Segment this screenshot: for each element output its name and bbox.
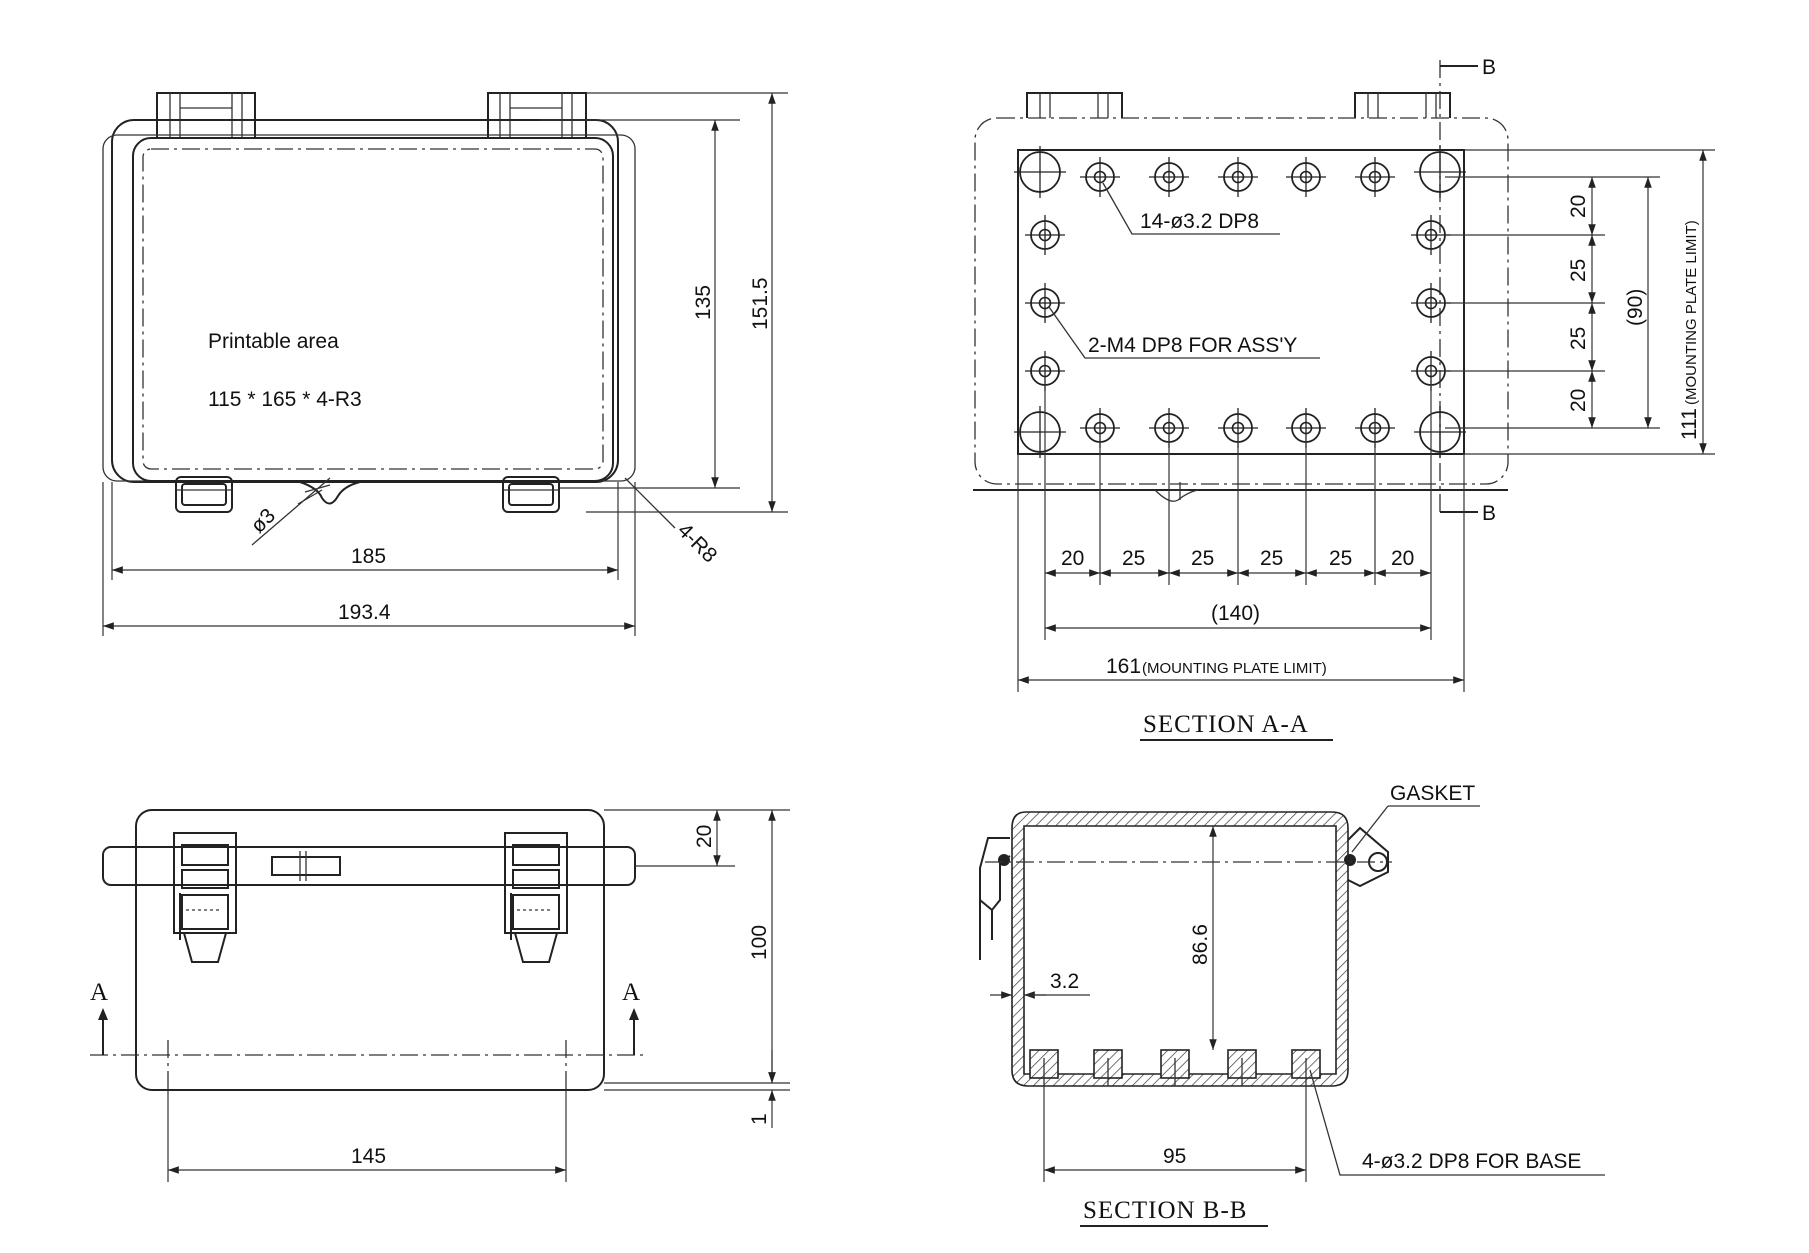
- dim-161-note: (MOUNTING PLATE LIMIT): [1142, 660, 1327, 677]
- corner-hole: [1413, 145, 1467, 199]
- mount-hole: [1079, 156, 1121, 198]
- dim-135: 135: [692, 285, 715, 320]
- dim-h-3: 25: [1191, 547, 1214, 570]
- printable-area-label: Printable area: [208, 330, 339, 353]
- dim-111-note: (MOUNTING PLATE LIMIT): [1683, 220, 1700, 405]
- assy-note: 2-M4 DP8 FOR ASS'Y: [1088, 334, 1297, 357]
- dim-111: 111: [1678, 408, 1701, 440]
- section-aa-title: SECTION A-A: [1143, 711, 1309, 738]
- dim-193-4: 193.4: [338, 601, 391, 624]
- mount-hole: [1217, 156, 1259, 198]
- front-latch-right: [504, 832, 568, 963]
- dim-h-2: 25: [1122, 547, 1145, 570]
- bottom-latch-right: [502, 476, 560, 513]
- dim-v-4: 20: [1567, 389, 1590, 412]
- top-view-body: [111, 119, 619, 483]
- dim-140: (140): [1211, 602, 1260, 625]
- dim-v-2: 25: [1567, 259, 1590, 282]
- dim-h-1: 20: [1061, 547, 1084, 570]
- corner-hole: [1013, 145, 1067, 199]
- top-hinge-left: [156, 92, 256, 139]
- section-aa-view: B B 14-ø3.2 DP8 2-M4 DP8 FOR ASS'Y: [973, 56, 1715, 741]
- dim-h-5: 25: [1329, 547, 1352, 570]
- front-latch-left: [173, 832, 237, 963]
- front-view: A A 145 20 100 1: [90, 809, 790, 1182]
- section-aa-clip-right: [1354, 92, 1451, 118]
- dim-base-1: 1: [748, 1113, 771, 1125]
- dim-151-5: 151.5: [749, 277, 772, 330]
- assy-hole: [1024, 282, 1066, 324]
- top-view: Printable area 115 * 165 * 4-R3 ø3 4-R8 …: [102, 92, 788, 636]
- section-bb-hinge: [1344, 826, 1389, 888]
- hole-dim-label: ø3: [246, 504, 280, 538]
- mount-hole: [1024, 214, 1066, 256]
- dim-wall: 3.2: [1050, 970, 1079, 993]
- dim-95: 95: [1163, 1145, 1186, 1168]
- section-bb-latch: [979, 837, 1011, 960]
- bottom-latch-left: [175, 476, 233, 513]
- dim-h-6: 20: [1391, 547, 1414, 570]
- section-marker-a-left: A: [90, 979, 109, 1006]
- section-aa-body: [974, 117, 1509, 485]
- section-bb-view: GASKET 86.6 3.2 95 4-ø3.2 DP8 FOR BASE S…: [979, 782, 1605, 1227]
- corner-hole: [1013, 405, 1067, 459]
- gasket-label: GASKET: [1390, 782, 1475, 805]
- section-marker-b-bottom: B: [1482, 502, 1496, 525]
- dim-v-3: 25: [1567, 327, 1590, 350]
- shell-wall: [1011, 811, 1349, 1087]
- dim-90: (90): [1624, 289, 1647, 326]
- dim-v-1: 20: [1567, 195, 1590, 218]
- front-view-body: [135, 809, 605, 1091]
- top-hinge-right: [487, 92, 587, 139]
- dim-depth: 86.6: [1189, 924, 1212, 965]
- mount-hole: [1148, 156, 1190, 198]
- printable-area: [142, 148, 604, 470]
- mounting-plate: [1017, 149, 1465, 455]
- section-marker-b-top: B: [1482, 56, 1496, 79]
- printable-area-dims: 115 * 165 * 4-R3: [208, 388, 362, 411]
- mount-hole: [1285, 156, 1327, 198]
- dim-h-4: 25: [1260, 547, 1283, 570]
- section-aa-clip-left: [1026, 92, 1123, 118]
- dim-145: 145: [351, 1145, 386, 1168]
- dim-100: 100: [748, 925, 771, 960]
- dim-185: 185: [351, 545, 386, 568]
- corner-hole: [1413, 405, 1467, 459]
- holes-note: 14-ø3.2 DP8: [1140, 210, 1259, 233]
- radius-dim-label: 4-R8: [673, 519, 721, 567]
- section-bb-title: SECTION B-B: [1083, 1197, 1247, 1224]
- dim-161: 161: [1106, 655, 1141, 678]
- floor-bosses: [1029, 1049, 1321, 1086]
- base-note: 4-ø3.2 DP8 FOR BASE: [1362, 1150, 1581, 1173]
- section-marker-a-right: A: [622, 979, 641, 1006]
- mount-hole: [1354, 156, 1396, 198]
- dim-lid-20: 20: [693, 825, 716, 848]
